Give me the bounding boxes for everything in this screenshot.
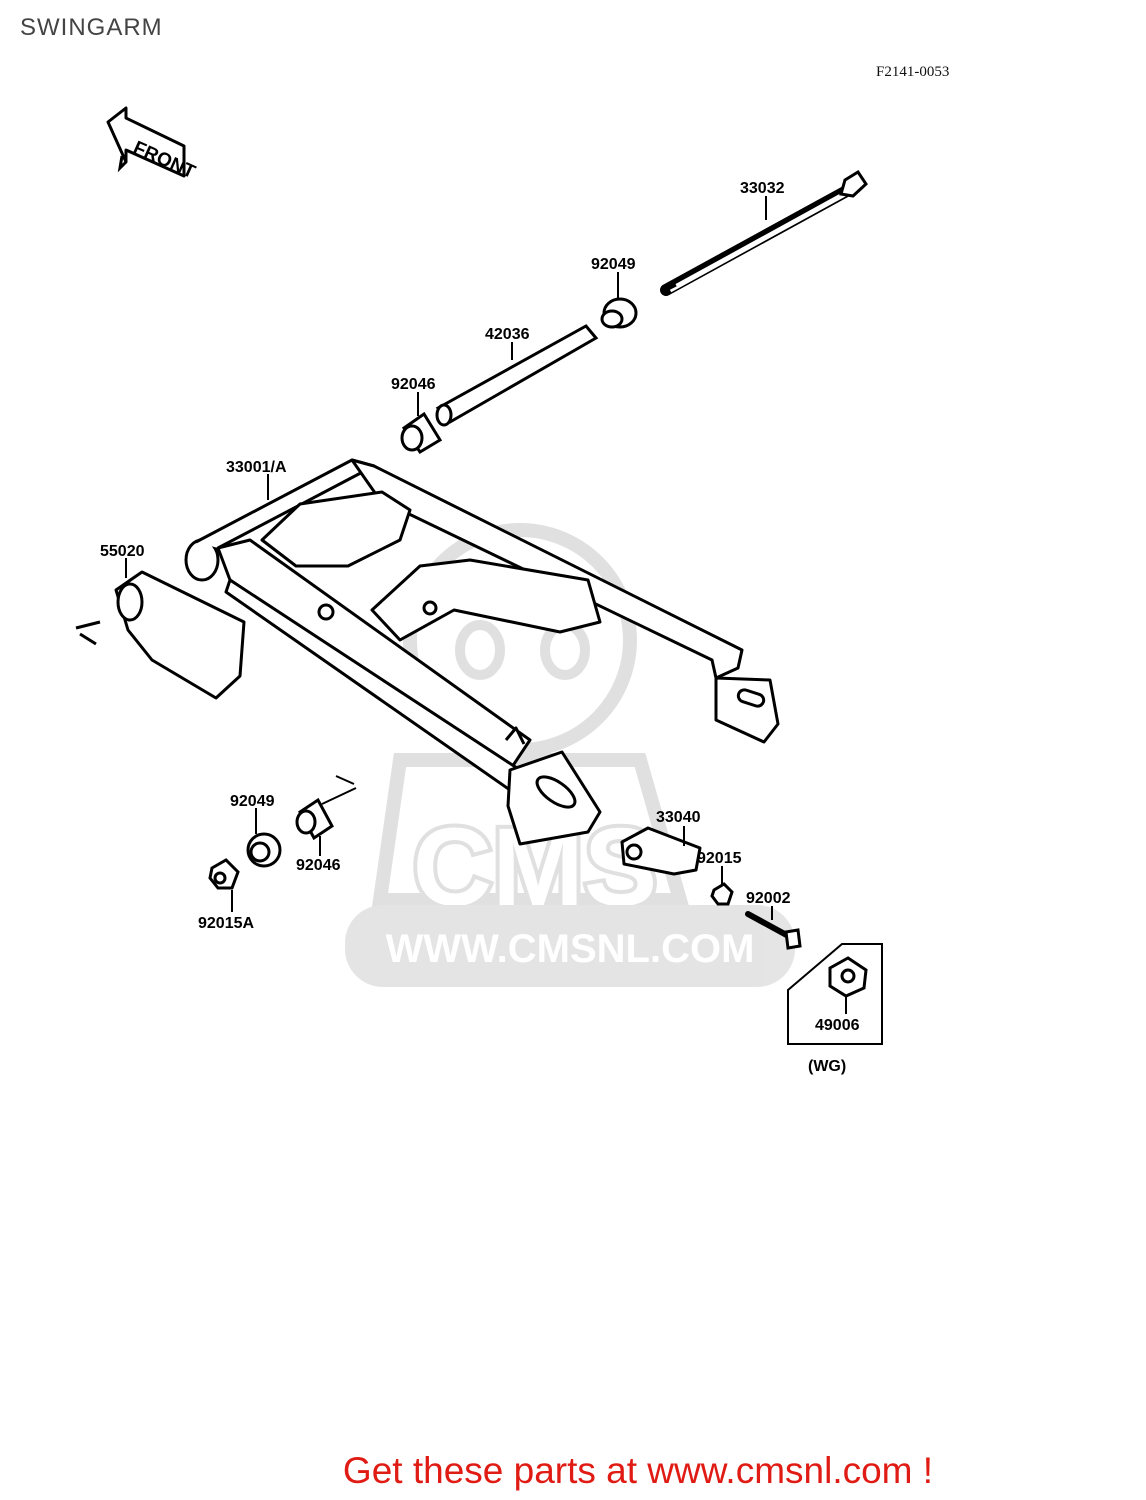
part-92046-upper-bearing: [400, 411, 443, 455]
part-92015-nut: [710, 882, 734, 906]
front-direction-arrow: FRONT: [106, 106, 199, 183]
part-number-label: 42036: [485, 326, 530, 343]
part-42036-sleeve: [435, 324, 599, 427]
part-number-label: 92046: [391, 376, 436, 393]
part-number-label: 92015A: [198, 915, 254, 932]
part-number-label: 55020: [100, 543, 145, 560]
page-title: SWINGARM: [20, 14, 163, 41]
part-92049-upper-seal: [600, 297, 638, 329]
part-92002-bolt: [745, 911, 802, 950]
part-number-label: 33001/A: [226, 459, 287, 476]
footer-call-to-action[interactable]: Get these parts at www.cmsnl.com !: [342, 1450, 934, 1491]
part-number-label: 92049: [591, 256, 636, 273]
part-49006-variant-inset: [787, 943, 883, 1045]
part-92046-lower-bearing: [295, 797, 334, 841]
watermark-url-bar: [345, 905, 795, 987]
part-number-label: 33032: [740, 180, 785, 197]
part-92015a-nut: [208, 858, 240, 890]
watermark-mascot-eye: [455, 620, 505, 680]
part-33040-chain-adjuster: [620, 826, 702, 876]
variant-note: (WG): [808, 1058, 846, 1075]
watermark-mascot-eye: [540, 620, 590, 680]
watermark-url: WWW.CMSNL.COM: [386, 927, 755, 971]
part-number-label: 92015: [697, 850, 742, 867]
part-33001-swingarm-body: [184, 458, 780, 846]
leader-lines: [125, 196, 847, 1014]
part-92049-lower-seal: [246, 832, 282, 868]
part-number-label: 92049: [230, 793, 275, 810]
part-33032-swingarm-pivot-shaft: [660, 169, 868, 296]
assembly-guide-line: [321, 775, 357, 805]
part-number-label: 92046: [296, 857, 341, 874]
part-number-label: 33040: [656, 809, 701, 826]
part-number-label: 92002: [746, 890, 791, 907]
part-number-label: 49006: [815, 1017, 860, 1034]
part-55020-chain-guard: [75, 570, 246, 700]
diagram-reference-code: F2141-0053: [876, 64, 950, 80]
